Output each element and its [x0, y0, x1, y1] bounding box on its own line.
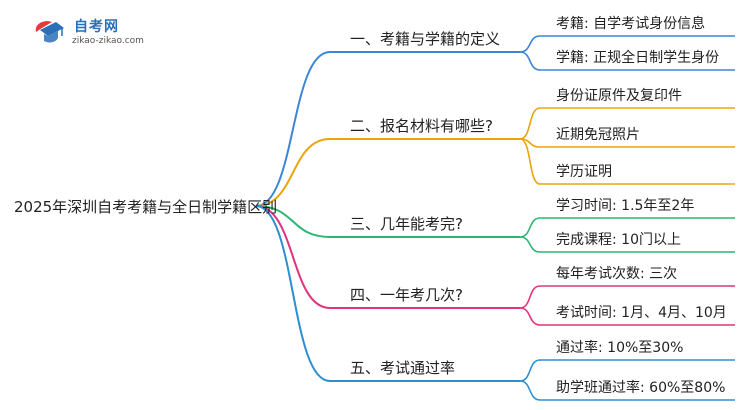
branch-leaf-link	[519, 307, 541, 326]
logo-domain: zikao-zikao.com	[72, 36, 144, 46]
leaf-label: 身份证原件及复印件	[556, 87, 682, 104]
root-branch-link	[255, 205, 331, 309]
root-branch-link	[255, 205, 331, 382]
root-branch-link	[255, 51, 331, 207]
root-branch-link	[255, 138, 331, 207]
branch-leaf-link	[519, 35, 541, 53]
leaf-label: 考试时间: 1月、4月、10月	[556, 305, 727, 321]
mind-map-links	[255, 35, 735, 401]
leaf-label: 学籍: 正规全日制学生身份	[556, 49, 719, 66]
root-node-label: 2025年深圳自考考籍与全日制学籍区别	[14, 198, 277, 216]
leaf-label: 完成课程: 10门以上	[556, 232, 681, 248]
logo-name: 自考网	[74, 19, 119, 35]
branch-label: 二、报名材料有哪些?	[350, 117, 493, 135]
leaf-label: 学历证明	[556, 164, 612, 180]
branch-leaf-link	[519, 138, 541, 185]
branch-label: 三、几年能考完?	[350, 215, 463, 233]
graduation-cap-logo-icon	[35, 21, 64, 43]
leaf-label: 近期免冠照片	[556, 127, 640, 143]
leaf-label: 助学班通过率: 60%至80%	[556, 379, 725, 396]
leaf-label: 通过率: 10%至30%	[556, 339, 683, 356]
branch-leaf-link	[519, 51, 541, 71]
branch-leaf-link	[519, 217, 541, 238]
branch-label: 四、一年考几次?	[350, 286, 463, 304]
branch-leaf-link	[519, 107, 541, 140]
branch-label: 一、考籍与学籍的定义	[350, 30, 500, 48]
leaf-label: 学习时间: 1.5年至2年	[556, 198, 694, 214]
branch-label: 五、考试通过率	[350, 359, 455, 377]
branch-leaf-link	[519, 380, 541, 401]
root-branch-link	[255, 205, 331, 238]
site-logo[interactable]: 自考网 zikao-zikao.com	[28, 12, 168, 52]
leaf-label: 考籍: 自学考试身份信息	[556, 15, 705, 32]
branch-leaf-link	[519, 236, 541, 253]
branch-leaf-link	[519, 285, 541, 309]
leaf-label: 每年考试次数: 三次	[556, 266, 677, 282]
branch-leaf-link	[519, 359, 541, 382]
